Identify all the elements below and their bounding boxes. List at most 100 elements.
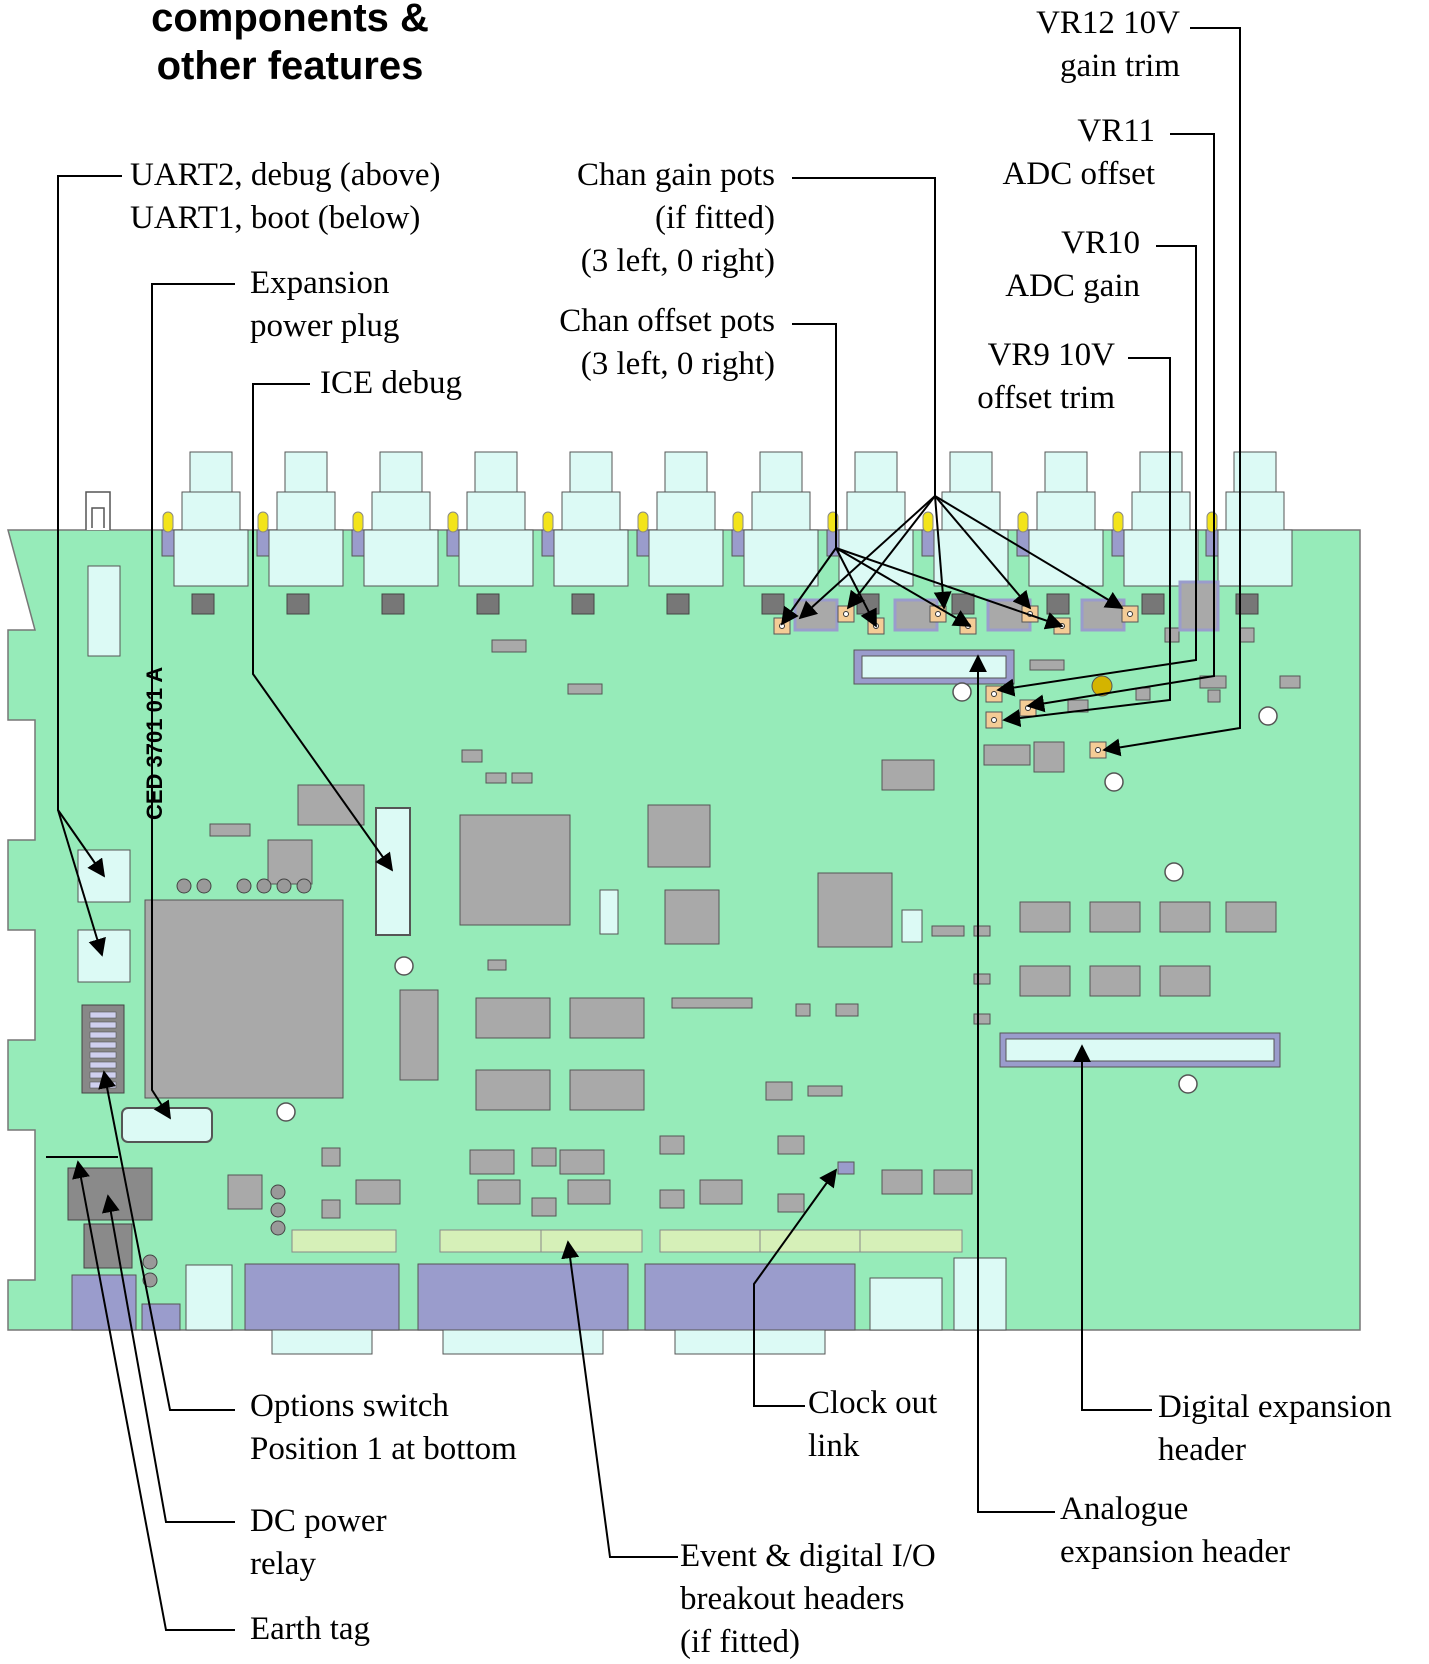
- trim-pot-screw: [1095, 747, 1101, 753]
- channel-led: [447, 511, 459, 533]
- relay-chip: [1046, 593, 1070, 615]
- bnc-cap: [474, 451, 518, 493]
- bnc-body: [276, 491, 336, 531]
- relay-chip: [1141, 593, 1165, 615]
- dsub-2: [417, 1263, 629, 1331]
- bnc-body: [751, 491, 811, 531]
- bnc-body: [1225, 491, 1285, 531]
- trim-pot-screw: [991, 691, 997, 697]
- component: [699, 1179, 743, 1205]
- label-vr12: VR12 10V gain trim: [1036, 5, 1180, 84]
- channel-led: [542, 511, 554, 533]
- channel-led: [1017, 511, 1029, 533]
- bnc-body: [561, 491, 621, 531]
- leader-chan-gain: [933, 495, 952, 610]
- analog-chip: [1019, 965, 1071, 997]
- component: [973, 1013, 991, 1025]
- leader-clock-out: [753, 1168, 838, 1407]
- component: [835, 1003, 859, 1017]
- channel-led: [257, 511, 269, 533]
- analog-chip: [1089, 965, 1141, 997]
- pcb-marking: CED 3701 01 A: [142, 667, 167, 820]
- bnc-body: [656, 491, 716, 531]
- via-pad: [176, 878, 192, 894]
- component: [659, 1135, 685, 1155]
- analog-chip: [1225, 901, 1277, 933]
- label-vr11: VR11 ADC offset: [1002, 113, 1155, 192]
- component: [765, 1081, 793, 1101]
- mounting-hole: [952, 682, 972, 702]
- relay-chip: [666, 593, 690, 615]
- adc-chip: [1178, 580, 1220, 632]
- leader-vr12: [1102, 27, 1241, 757]
- component: [659, 1189, 685, 1209]
- bnc-cap: [759, 451, 803, 493]
- label-analogue-exp: Analogue expansion header: [1060, 1491, 1290, 1570]
- led-holder: [1111, 529, 1125, 557]
- dsub-3: [644, 1263, 856, 1331]
- channel-led: [922, 511, 934, 533]
- leader-chan-gain: [798, 495, 936, 620]
- component: [567, 1179, 611, 1205]
- leader-vr10: [996, 245, 1197, 697]
- relay-chip: [286, 593, 310, 615]
- leader-uart2: [57, 175, 122, 878]
- component: [559, 1149, 605, 1175]
- bnc-cap: [1139, 451, 1183, 493]
- via-pad: [236, 878, 252, 894]
- bnc-cap: [949, 451, 993, 493]
- ice-debug-header: [375, 807, 411, 936]
- via-pad: [196, 878, 212, 894]
- led-holder: [351, 529, 365, 557]
- component: [973, 925, 991, 937]
- label-uart: UART2, debug (above) UART1, boot (below): [130, 157, 441, 236]
- trim-pot-screw: [991, 717, 997, 723]
- leader-options-switch: [98, 1070, 235, 1411]
- switch-position: [89, 1031, 117, 1039]
- component: [671, 997, 753, 1009]
- leader-ice-debug: [252, 383, 394, 872]
- relay-chip: [1235, 593, 1259, 615]
- component: [531, 1147, 557, 1167]
- label-chan-gain: Chan gain pots (if fitted) (3 left, 0 ri…: [577, 157, 775, 279]
- via-pad: [142, 1254, 158, 1270]
- leader-analogue-exp: [969, 654, 1055, 1513]
- via-pad: [270, 1184, 286, 1200]
- mounting-hole: [394, 956, 414, 976]
- event-header-3: [659, 1229, 963, 1253]
- led-holder: [541, 529, 555, 557]
- leader-chan-gain: [846, 495, 936, 610]
- yellow-trim: [1091, 675, 1113, 697]
- label-clock-out: Clock out link: [808, 1385, 938, 1464]
- component: [469, 1149, 515, 1175]
- channel-led: [732, 511, 744, 533]
- pale-header-left: [87, 565, 121, 657]
- component: [1135, 687, 1151, 701]
- switch-position: [89, 1051, 117, 1059]
- bnc-body: [1131, 491, 1191, 531]
- bnc-cap: [1044, 451, 1088, 493]
- led-holder: [921, 529, 935, 557]
- via-pad: [276, 878, 292, 894]
- bnc-body: [846, 491, 906, 531]
- component: [321, 1199, 341, 1219]
- via-pad: [270, 1220, 286, 1236]
- analog-chip: [1159, 901, 1211, 933]
- channel-led: [352, 511, 364, 533]
- leader-chan-gain-stem: [792, 177, 936, 496]
- bnc-base: [173, 529, 249, 587]
- switch-position: [89, 1081, 117, 1089]
- channel-led: [637, 511, 649, 533]
- bnc-connector-row: [161, 451, 1293, 615]
- component: [1279, 675, 1301, 689]
- page-title: components & other features: [120, 0, 460, 90]
- power-connector: [71, 1274, 137, 1331]
- leader-expansion-power: [151, 283, 235, 1120]
- bnc-base: [1217, 529, 1293, 587]
- bnc-cap: [569, 451, 613, 493]
- label-chan-offset: Chan offset pots (3 left, 0 right): [559, 303, 775, 382]
- relay-chip: [191, 593, 215, 615]
- bnc-body: [941, 491, 1001, 531]
- leader-chan-gain: [934, 495, 1032, 610]
